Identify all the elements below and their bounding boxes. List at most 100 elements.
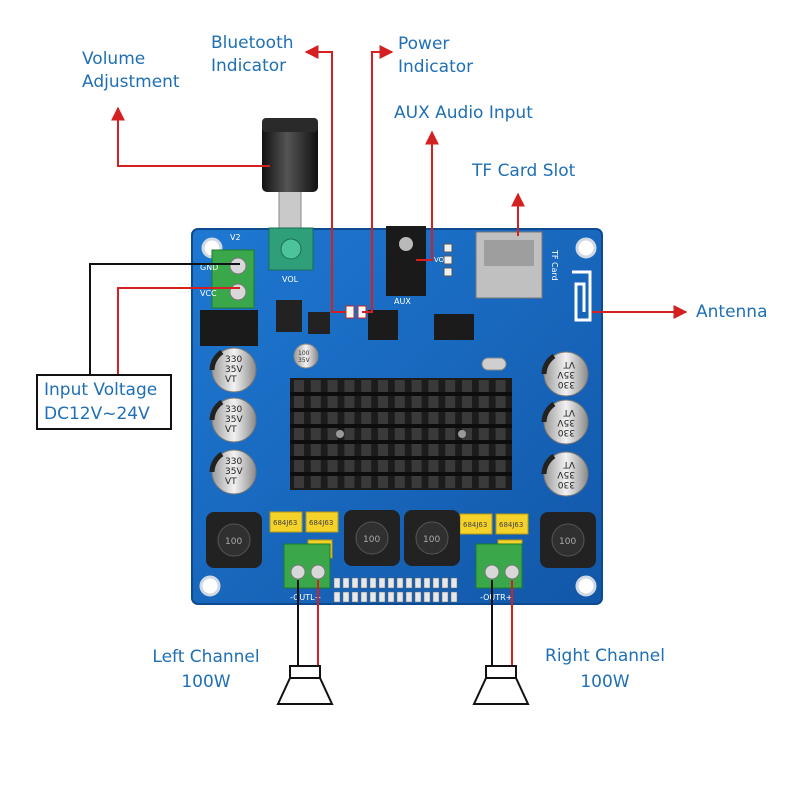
heatsink-fin (327, 380, 338, 488)
heatsink-groove (290, 392, 512, 396)
smd-resistor (441, 591, 449, 603)
label-line: Indicator (398, 57, 474, 77)
capacitor-label: VT (563, 359, 575, 369)
smd-resistor (333, 591, 341, 603)
capacitor-label: 35V (225, 467, 243, 477)
capacitor-label: 35V (225, 415, 243, 425)
heatsink-fin (378, 380, 388, 488)
silk-tf-card: TF Card (550, 249, 559, 281)
power-terminal: GND VCC (200, 249, 255, 309)
input-voltage-wires (89, 263, 240, 376)
heatsink-fin (344, 380, 355, 488)
smd-resistor (414, 591, 422, 603)
tf-card-slot: TF Card (475, 231, 559, 299)
label-line: 100W (181, 672, 231, 692)
film-capacitor-body (495, 513, 529, 535)
antenna-label: Antenna (696, 301, 768, 324)
capacitor-stripe (209, 399, 224, 421)
silk-aux: AUX (394, 297, 411, 306)
smd-resistor (378, 591, 386, 603)
label-line: Input Voltage (44, 380, 158, 400)
heatsink-fin (294, 380, 304, 488)
capacitor-stripe (541, 453, 556, 475)
crystal (481, 357, 507, 371)
film-capacitor-body (269, 511, 303, 533)
left-speaker-icon (276, 665, 334, 705)
heatsink-fin (462, 380, 472, 488)
smd-resistor-row (333, 577, 458, 603)
power-arrow (362, 45, 394, 313)
heatsink-fin (495, 380, 506, 488)
smd-resistor (342, 577, 350, 589)
smd-resistor (423, 591, 431, 603)
capacitor-label: 35V (225, 365, 243, 375)
label-line: Right Channel (545, 646, 665, 666)
mounting-hole (575, 575, 597, 597)
capacitor-label: VT (563, 459, 575, 469)
smd-resistor (396, 577, 404, 589)
capacitor-label: 330 (558, 379, 575, 389)
label-line: Adjustment (82, 72, 180, 92)
capacitor-label: 35V (557, 417, 575, 427)
bluetooth-led (345, 305, 355, 319)
silk-vol: VOL (282, 275, 299, 284)
label-line: Volume (82, 49, 146, 69)
label-line: 100W (580, 672, 630, 692)
inductor: 100 (540, 512, 596, 568)
inductor-label: 100 (363, 535, 380, 545)
smd-resistor (450, 577, 458, 589)
speaker-wires (297, 580, 513, 668)
header-pins (443, 243, 453, 277)
smd-resistor (405, 577, 413, 589)
smd-resistor (414, 577, 422, 589)
film-capacitor: 684J63 (495, 513, 529, 535)
capacitor-label: 330 (225, 457, 242, 467)
regulator-chip (308, 312, 330, 334)
heatsink-screw (336, 430, 344, 438)
input-wire-black (89, 263, 240, 376)
smd-resistor (351, 577, 359, 589)
smd-resistor (396, 591, 404, 603)
capacitor-stripe (541, 401, 556, 423)
smd-resistor (387, 577, 395, 589)
antenna-trace (572, 270, 592, 322)
capacitor-stripe (209, 451, 224, 473)
heatsink-fin (361, 380, 372, 488)
smd-resistor (387, 591, 395, 603)
capacitor-label: VT (225, 375, 237, 385)
smd-resistor (405, 591, 413, 603)
silk-vcc: VCC (200, 289, 217, 298)
silk-outr: -OUTR+ (480, 593, 512, 602)
capacitor-label: VT (225, 477, 237, 487)
heatsink-fin (478, 380, 489, 488)
capacitor-label: VT (225, 425, 237, 435)
smd-resistor (432, 591, 440, 603)
capacitor-label: 35V (557, 469, 575, 479)
film-capacitor-label: 684J63 (273, 519, 297, 527)
heatsink-groove (290, 408, 512, 412)
capacitor-label: VT (563, 407, 575, 417)
electrolytic-capacitors: 33035VVT33035VVT33035VVT33035VVT33035VVT… (209, 347, 589, 497)
silk-outl: -OUTL+ (290, 593, 321, 602)
aux-audio-input-label: AUX Audio Input (394, 102, 533, 125)
label-line: Bluetooth (211, 33, 294, 53)
film-capacitor-label: 684J63 (309, 519, 333, 527)
heatsink-screw (458, 430, 466, 438)
smd-resistor (378, 577, 386, 589)
inductor-core (551, 523, 585, 557)
capacitor-label: 330 (225, 355, 242, 365)
heatsink-groove (290, 472, 512, 476)
film-capacitor-label: 684J63 (499, 521, 523, 529)
audio-chip (434, 314, 474, 340)
bluetooth-arrow (304, 45, 346, 313)
heatsink-groove (290, 424, 512, 428)
inductor-core (217, 523, 251, 557)
film-capacitor-label: 684J63 (463, 521, 487, 529)
